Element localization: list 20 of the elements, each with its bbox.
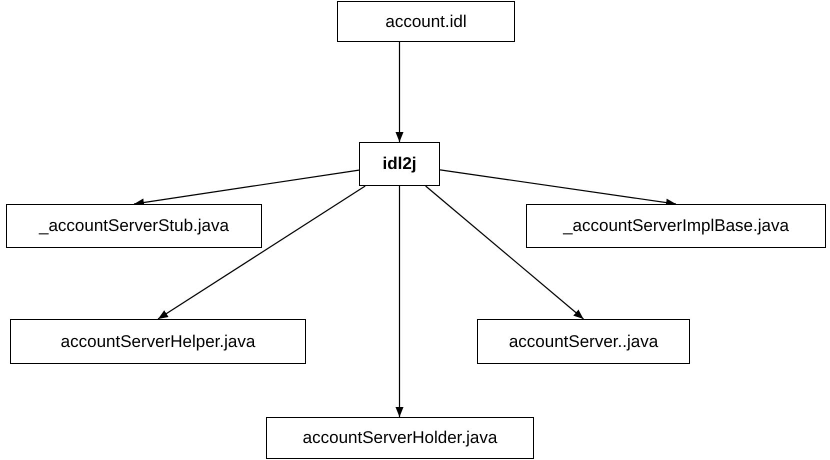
tool-label: idl2j: [382, 154, 416, 174]
file-box: [337, 1, 515, 42]
arrow: [425, 186, 584, 320]
file-box: [10, 319, 306, 364]
file-name: _accountServerImplBase.java: [563, 216, 789, 236]
file-name: accountServer..java: [508, 332, 658, 352]
file-box: [526, 204, 826, 248]
file-box: [6, 204, 262, 248]
file-name: accountServerHelper.java: [60, 332, 256, 352]
arrow: [396, 186, 404, 417]
arrow: [396, 42, 404, 142]
arrow: [134, 170, 360, 206]
arrow: [440, 169, 676, 207]
arrow: [158, 186, 366, 320]
file-box: [359, 142, 440, 186]
file-name: accountServerHolder.java: [302, 428, 498, 448]
file-name: _accountServerStub.java: [39, 216, 229, 236]
file-name: account.idl: [385, 12, 467, 32]
file-box: [477, 319, 690, 364]
file-box: [266, 417, 534, 459]
